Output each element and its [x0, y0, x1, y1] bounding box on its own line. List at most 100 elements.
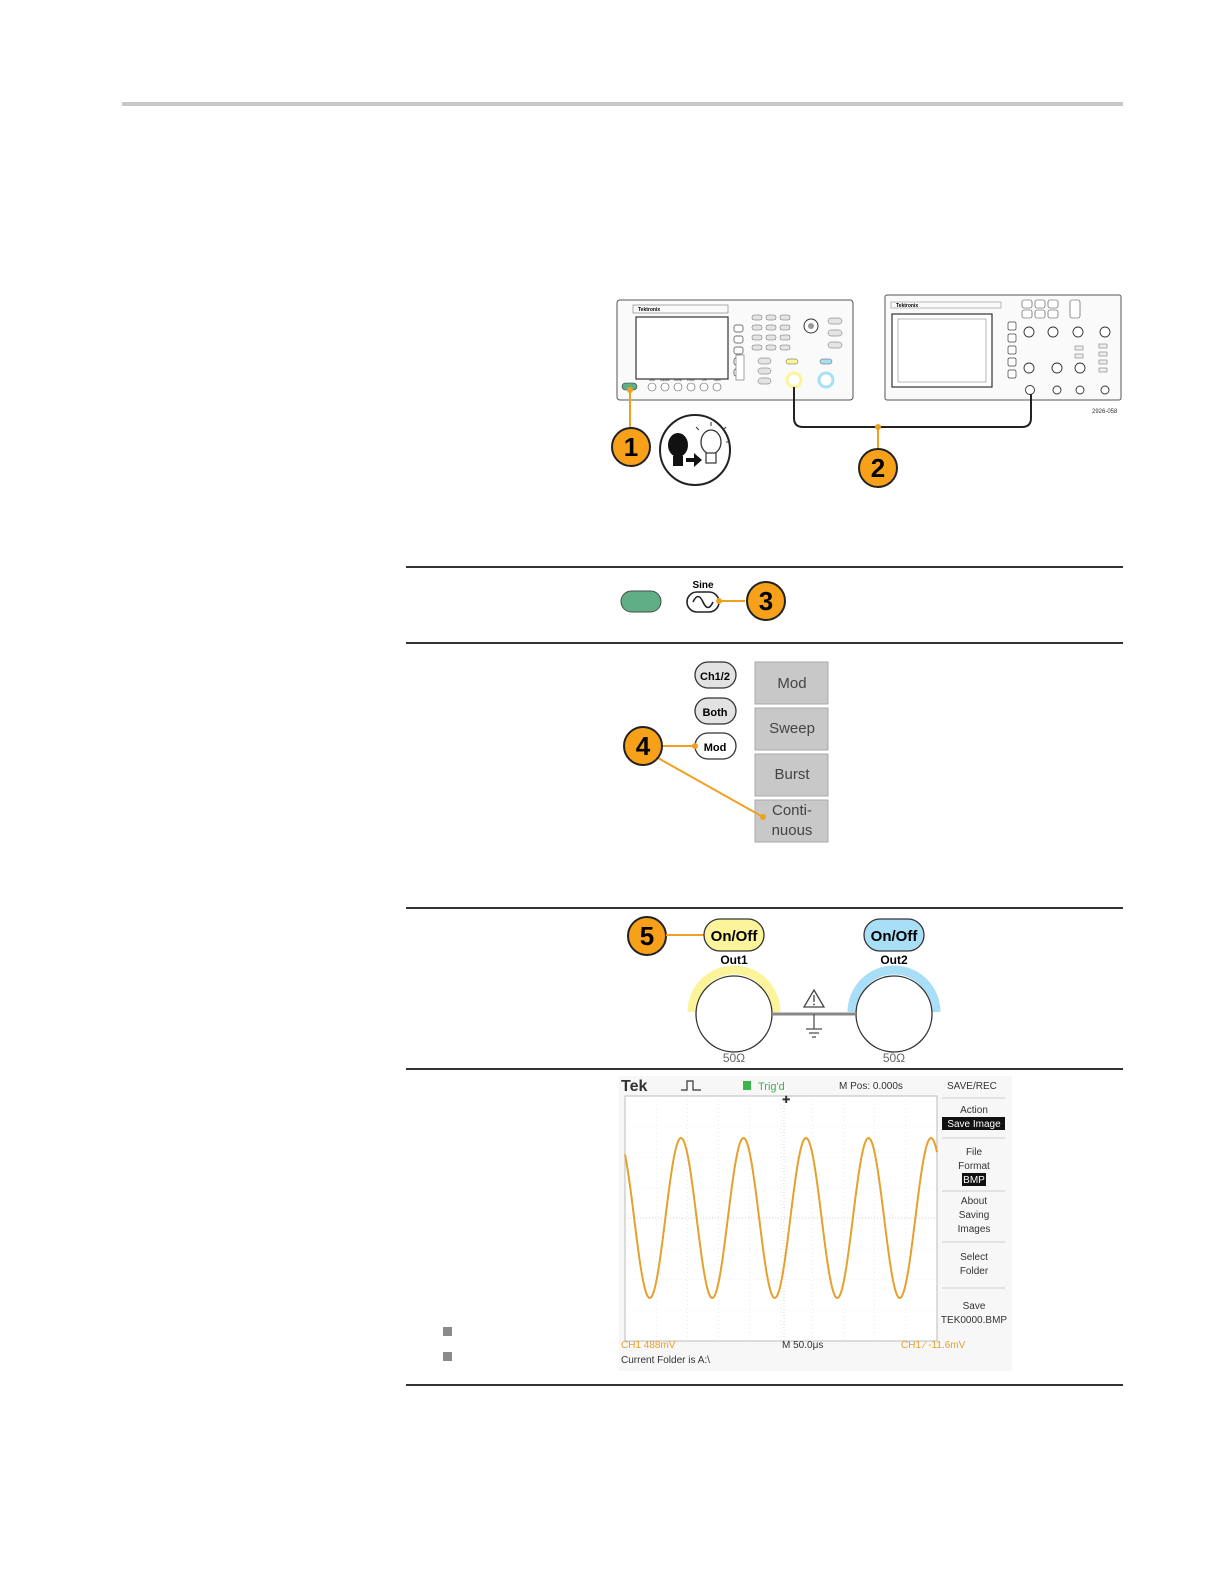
- figure-id: 2926-058: [1092, 409, 1118, 415]
- connection-diagram: Tektronix Sine Square Ramp Pulse Arb Mor…: [611, 294, 1122, 488]
- file-format-value: BMP: [963, 1175, 985, 1186]
- table-rule: [406, 642, 1123, 644]
- out1-arc: [687, 965, 781, 1013]
- ch12-label: Ch1/2: [700, 671, 730, 683]
- waveform-trace: [624, 1136, 938, 1300]
- scope-brand-front: Tektronix: [896, 303, 918, 309]
- callout-1: [611, 427, 651, 467]
- gen-btn-label: Arb: [702, 378, 707, 382]
- callout-3-number: 3: [759, 586, 773, 616]
- callout-5-number: 5: [640, 921, 654, 951]
- oscilloscope-screen: Tek Trig'd M Pos: 0.000s SAVE/REC ✚ Acti…: [619, 1076, 1012, 1371]
- ch1-scale: CH1 488mV: [621, 1340, 676, 1351]
- menu-title: SAVE/REC: [947, 1081, 997, 1092]
- menu-burst-label: Burst: [774, 766, 810, 783]
- save-filename: TEK0000.BMP: [941, 1315, 1007, 1326]
- menu-burst[interactable]: Burst: [754, 753, 829, 797]
- menu-mod-label: Mod: [777, 675, 806, 692]
- warning-icon: [802, 988, 826, 1008]
- about-line3: Images: [958, 1224, 991, 1235]
- out2-onoff-button[interactable]: On/Off: [863, 918, 925, 952]
- pulse-icon: [681, 1080, 701, 1091]
- out2-impedance: 50Ω: [883, 1051, 905, 1065]
- menu-file-format[interactable]: File Format BMP: [958, 1147, 990, 1186]
- callout-3: [746, 581, 786, 621]
- out1-impedance: 50Ω: [723, 1051, 745, 1065]
- scope-side-menu: Action Save Image File Format BMP About …: [941, 1097, 1007, 1326]
- power-button[interactable]: [620, 590, 662, 613]
- select-folder-line1: Select: [960, 1252, 988, 1263]
- menu-action[interactable]: Action Save Image: [942, 1105, 1005, 1130]
- sine-label: Sine: [692, 580, 714, 591]
- out2-label: Out2: [880, 953, 908, 967]
- trig-indicator: [743, 1081, 751, 1090]
- file-format-line1: File: [966, 1147, 983, 1158]
- both-button[interactable]: Both: [694, 697, 737, 725]
- out1-button-label: On/Off: [711, 928, 759, 945]
- trigger-position-marker: ✚: [782, 1095, 790, 1106]
- m-pos: M Pos: 0.000s: [839, 1081, 903, 1092]
- about-line2: Saving: [959, 1210, 990, 1221]
- file-format-line2: Format: [958, 1161, 990, 1172]
- generator-brand: Tektronix: [638, 307, 660, 313]
- ch12-button[interactable]: Ch1/2: [694, 661, 737, 689]
- trigger-readout: CH1 ∕ -11.6mV: [901, 1340, 966, 1351]
- gen-btn-label: Square: [660, 378, 670, 382]
- gen-btn-label: Pulse: [687, 378, 695, 382]
- out1-label: Out1: [720, 953, 748, 967]
- table-rule: [406, 907, 1123, 909]
- leader-dot: [692, 743, 698, 749]
- leader-dot: [627, 387, 633, 393]
- menu-save[interactable]: Save TEK0000.BMP: [941, 1301, 1007, 1326]
- leader-dot: [760, 814, 766, 820]
- bnc-cable: [793, 387, 1032, 428]
- action-value: Save Image: [947, 1119, 1001, 1130]
- out2-button-label: On/Off: [871, 928, 919, 945]
- leader-dot: [875, 424, 881, 430]
- callout-4-number: 4: [636, 731, 651, 761]
- menu-select-folder[interactable]: Select Folder: [960, 1252, 989, 1277]
- out2-connector[interactable]: [855, 975, 933, 1053]
- mod-button[interactable]: Mod: [694, 732, 737, 760]
- gen-btn-label: Ramp: [674, 378, 682, 382]
- table-rule: [406, 1068, 1123, 1070]
- table-rule: [406, 1384, 1123, 1386]
- action-label: Action: [960, 1105, 988, 1116]
- ground-icon: [806, 1014, 822, 1038]
- bullet-marker: [443, 1352, 452, 1361]
- menu-mod[interactable]: Mod: [754, 661, 829, 705]
- table-rule: [406, 566, 1123, 568]
- callout-2-number: 2: [871, 453, 885, 483]
- step4-mod-diagram: Ch1/2 Both Mod Mod Sweep Burst Conti- nu…: [623, 661, 829, 843]
- timebase: M 50.0μs: [782, 1340, 823, 1351]
- scope-brand: Tek: [621, 1078, 647, 1095]
- mod-label: Mod: [704, 742, 727, 754]
- graticule: [624, 1095, 938, 1342]
- callout-4-leader-b: [657, 757, 764, 818]
- callout-4: [623, 726, 663, 766]
- step3-sine-diagram: Sine 3: [620, 580, 786, 621]
- sine-wave-icon: [692, 595, 714, 609]
- callout-1-number: 1: [624, 432, 638, 462]
- gen-btn-label: Sine: [649, 378, 655, 382]
- save-line1: Save: [963, 1301, 986, 1312]
- header-rule: [122, 102, 1123, 106]
- power-on-lightbulb-icon: [659, 414, 731, 486]
- callout-2: [858, 448, 898, 488]
- menu-about-saving[interactable]: About Saving Images: [958, 1196, 991, 1235]
- bullet-marker: [443, 1327, 452, 1336]
- menu-continuous-line2: nuous: [772, 822, 813, 839]
- about-line1: About: [961, 1196, 987, 1207]
- both-label: Both: [702, 707, 727, 719]
- gen-btn-label: More: [714, 378, 721, 382]
- out1-connector[interactable]: [695, 975, 773, 1053]
- menu-sweep[interactable]: Sweep: [754, 707, 829, 751]
- trig-status: Trig'd: [758, 1081, 785, 1093]
- menu-continuous-line1: Conti-: [772, 802, 812, 819]
- sine-button[interactable]: [686, 591, 720, 613]
- out1-onoff-button[interactable]: On/Off: [703, 918, 765, 952]
- menu-sweep-label: Sweep: [769, 720, 815, 737]
- function-generator: Tektronix Sine Square Ramp Pulse Arb Mor…: [616, 299, 854, 401]
- select-folder-line2: Folder: [960, 1266, 989, 1277]
- menu-continuous[interactable]: Conti- nuous: [754, 799, 829, 843]
